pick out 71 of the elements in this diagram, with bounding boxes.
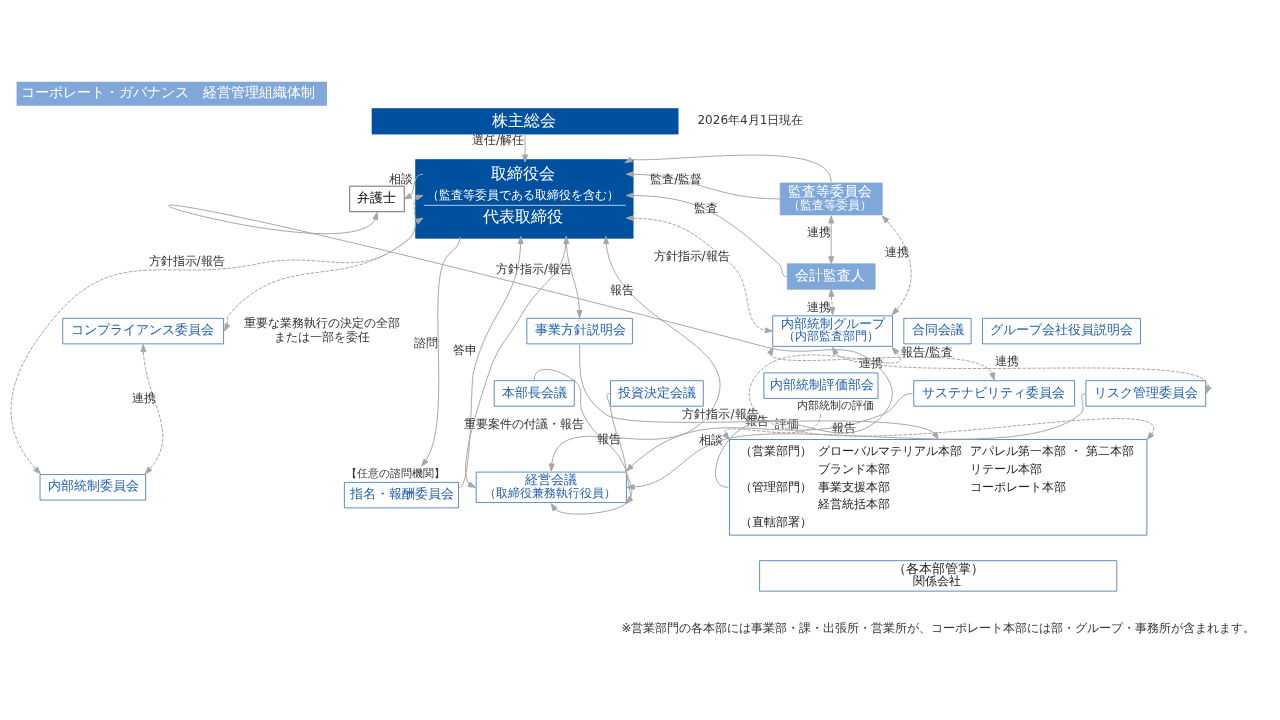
label: ※営業部門の各本部には事業部・課・出張所・営業所が、コーポレート本部には部・グループ・事務所が含まれます。 <box>621 620 1256 635</box>
arrow <box>579 343 939 440</box>
edge-label: 連携 <box>995 353 1020 368</box>
node-box: リスク管理委員会 <box>1085 379 1207 407</box>
arrow <box>140 343 164 474</box>
node-box: 投資決定会議 <box>610 379 704 407</box>
arrow <box>625 392 914 472</box>
edge-label: 方針指示/報告 <box>495 261 573 276</box>
arrow <box>626 392 1087 490</box>
node-box: （各本部管掌） 関係会社 <box>759 559 1118 591</box>
arrow <box>606 392 634 504</box>
node-label: 【任意の諮問機関】 <box>345 465 445 480</box>
node-box: グループ会社役員説明会 <box>982 317 1141 344</box>
arrow <box>421 235 461 467</box>
edge-label: 重要案件の付議・報告 <box>464 416 585 431</box>
node-box: コンプライアンス委員会 <box>62 317 224 344</box>
edge-label: 相談 <box>389 171 414 186</box>
label: 重要な業務執行の決定の全部または一部を委任 <box>244 315 401 344</box>
edge-label: 連携 <box>131 390 156 405</box>
arrow <box>624 154 832 182</box>
edge-label: 連携 <box>806 224 831 239</box>
edge-label: 報告 <box>596 431 621 446</box>
edge-label: 連携 <box>807 299 832 314</box>
arrow <box>458 235 524 488</box>
edge-label: 諮問 <box>414 335 439 350</box>
node-box: 経営会議 （取締役兼務執行役員） <box>475 471 627 503</box>
node-box: 内部統制グループ （内部監査部門） <box>772 315 893 347</box>
arrow <box>748 346 1155 440</box>
arrow <box>722 413 822 440</box>
arrow <box>828 288 836 315</box>
node-box: 内部統制委員会 <box>39 473 146 500</box>
diagram-title: コーポレート・ガバナンス 経営管理組織体制 <box>20 83 315 100</box>
arrow <box>767 346 996 380</box>
edge-label: 報告 <box>832 420 857 435</box>
edge-label: 相談 <box>698 432 723 447</box>
label: 2026年4月1日現在 <box>697 112 804 127</box>
arrow <box>465 235 567 488</box>
arrow <box>10 194 424 474</box>
node-box: 株主総会 <box>371 107 679 134</box>
edge-label: 報告 <box>609 282 634 297</box>
node-box: 監査等委員会 （監査等委員） <box>779 182 883 215</box>
arrow <box>522 133 529 163</box>
edge-label: 監査 <box>693 200 718 215</box>
node-box: 合同会議 <box>903 317 972 344</box>
node-box: 弁護士 <box>349 185 405 212</box>
node-box: サステナビリティ委員会 <box>913 379 1075 407</box>
arrow <box>881 214 912 315</box>
arrow <box>224 217 424 332</box>
edge-label: 監査/監督 <box>650 171 703 186</box>
arrow <box>832 346 1212 394</box>
arrow <box>625 214 773 333</box>
edge-label: 方針指示/報告 <box>148 253 225 268</box>
arrow <box>625 170 781 199</box>
node-box: 本部長会議 <box>493 379 575 407</box>
edge-label: 報告/監査 <box>901 344 954 359</box>
arrow <box>828 214 835 264</box>
edge-label: 評価 <box>774 416 799 431</box>
arrow <box>403 173 424 199</box>
arrow <box>563 235 583 318</box>
edge-label: 方針指示/報告 <box>653 248 730 263</box>
arrow <box>548 235 721 472</box>
edge-label: 連携 <box>885 244 910 259</box>
edge-label: 答申 <box>453 342 478 357</box>
node-box: 会計監査人 <box>786 262 876 290</box>
node-box: 事業方針説明会 <box>526 317 633 344</box>
node-label: 内部統制の評価 <box>797 397 875 412</box>
arrow <box>625 192 788 277</box>
arrow <box>533 368 633 515</box>
node-box: （営業部門） グローバルマテリアル本部 アパレル第一本部 ・ 第二本部 ブランド本部 リテール本部 （管理部門） 事業支援本部 コーポレート本部 経営統括本部 （直轄部署） <box>729 438 1148 536</box>
edge-label: 連携 <box>859 355 884 370</box>
edge-label: 選任/解任 <box>472 132 525 147</box>
